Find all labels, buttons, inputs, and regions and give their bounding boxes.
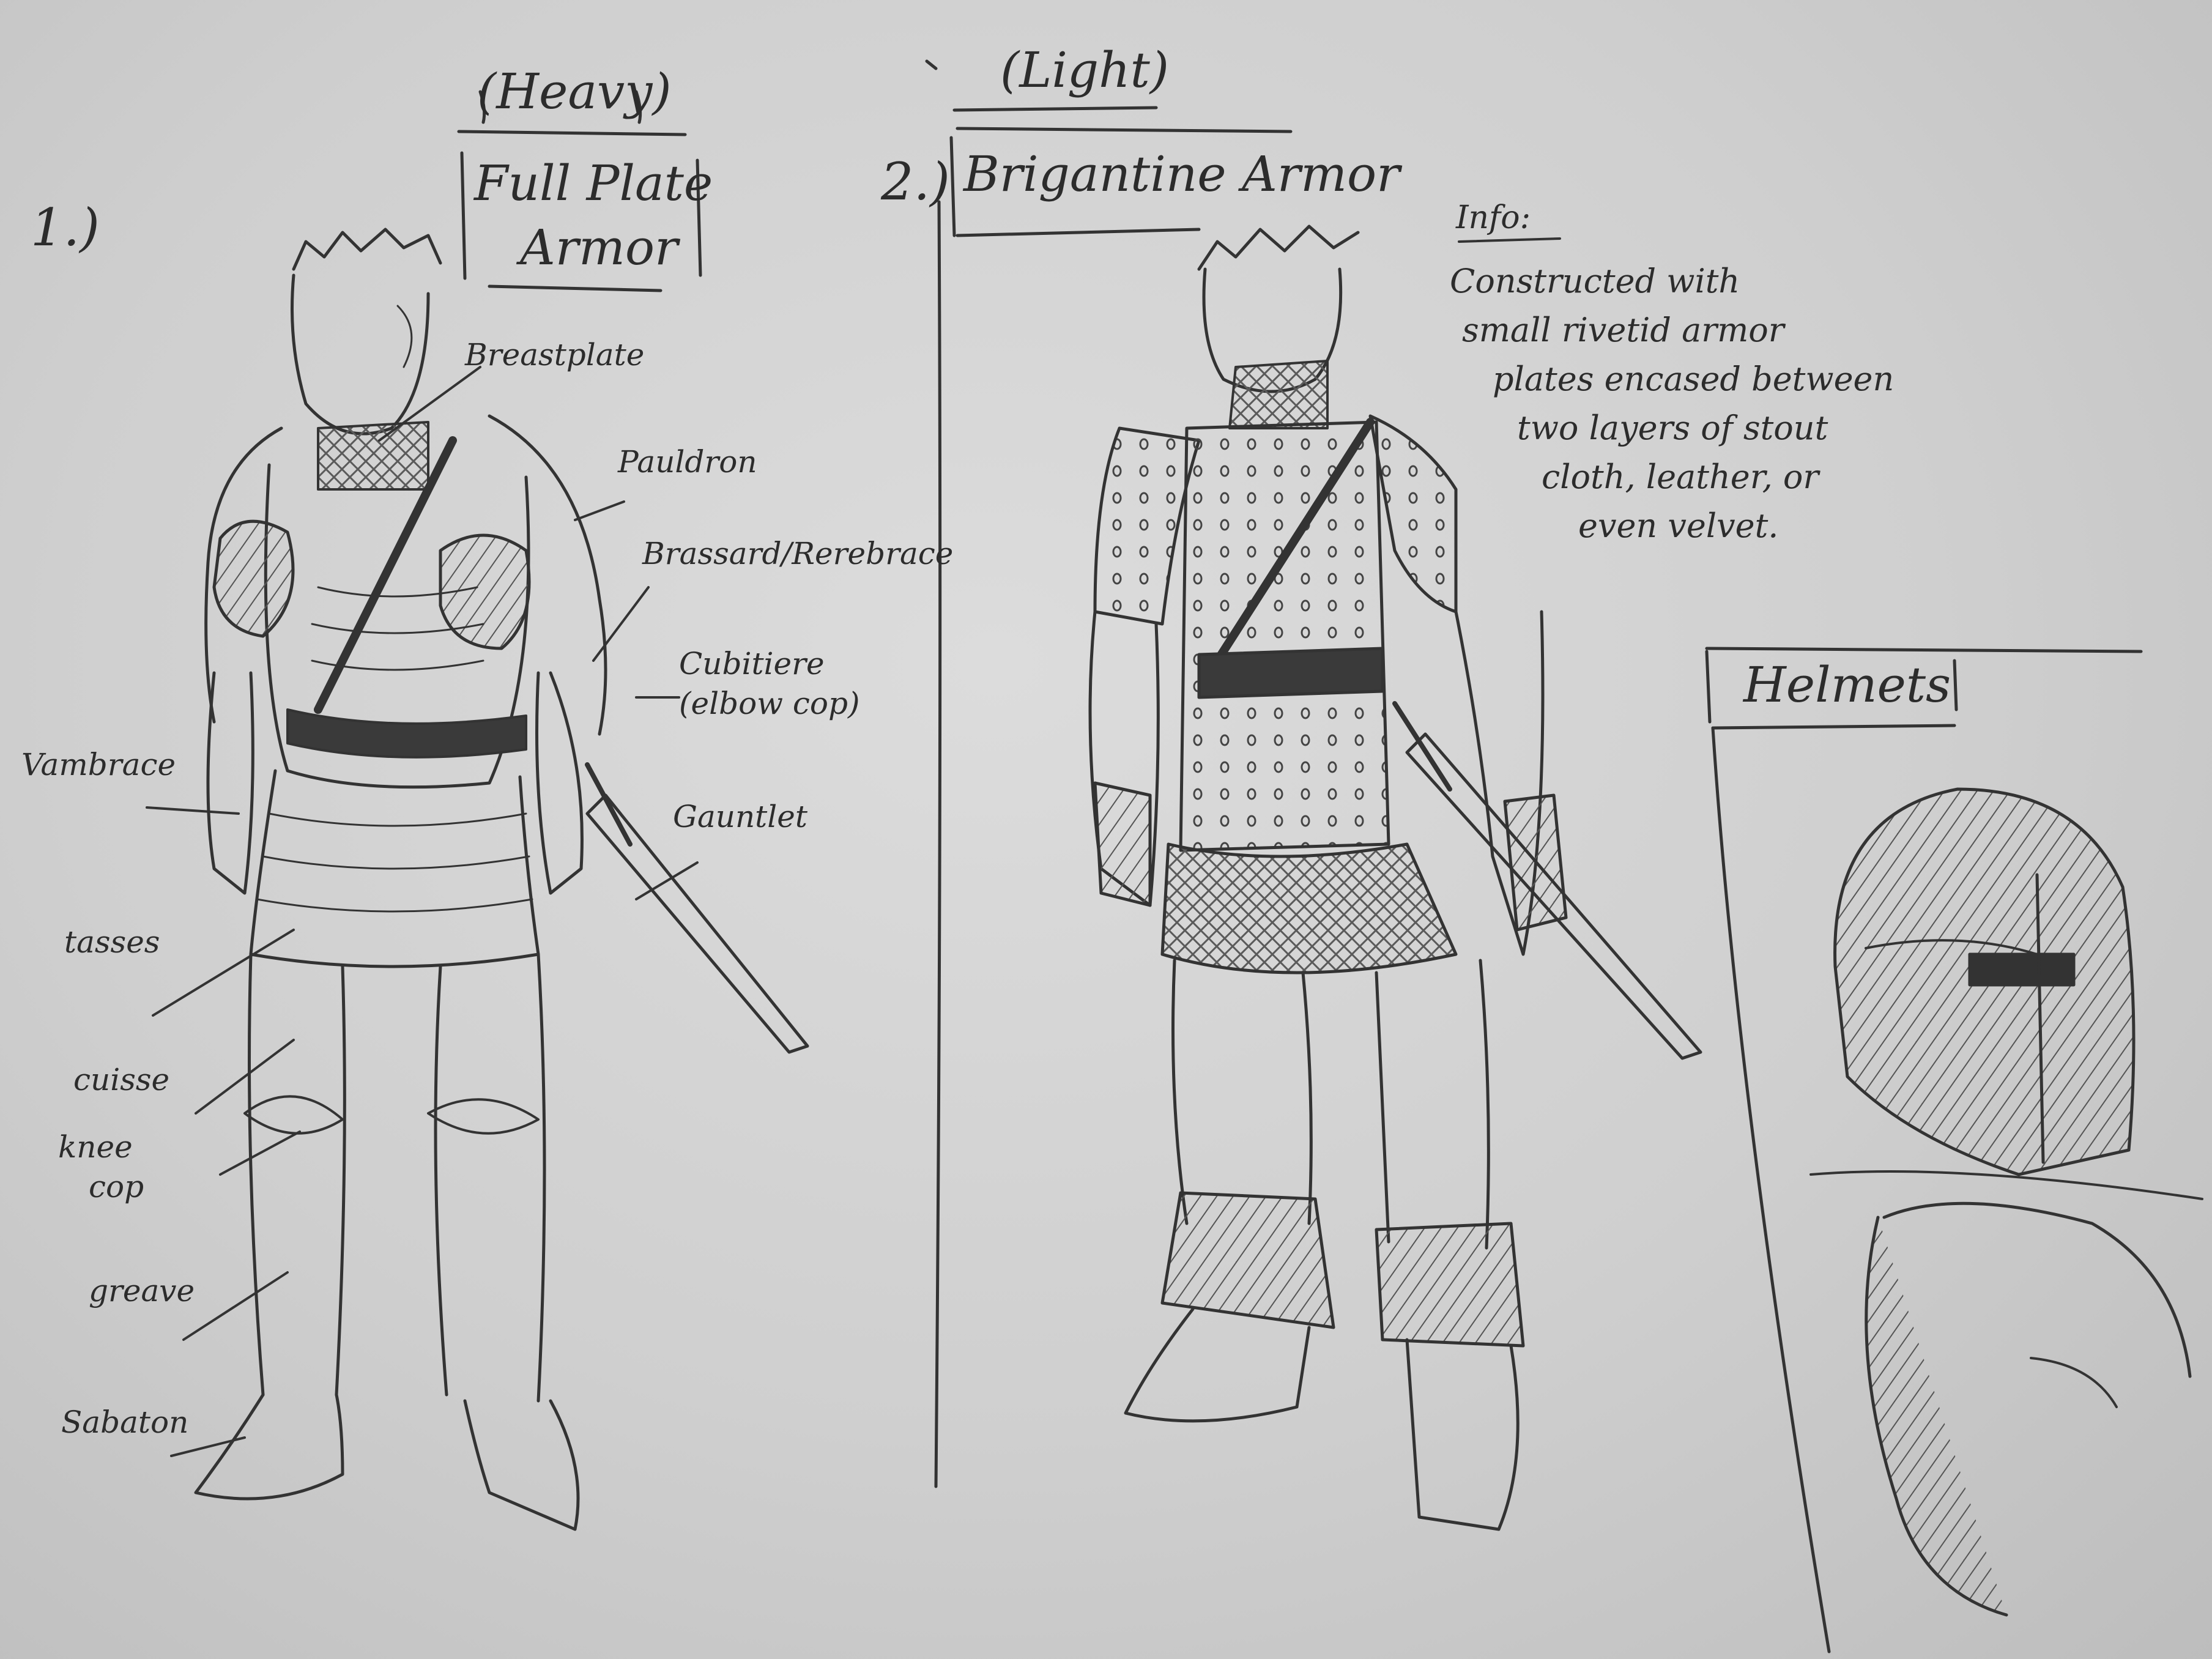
info-line: Constructed with [1444,257,1933,306]
label-cubitiere-line2: (elbow cop) [679,688,860,719]
label-breastplate: Breastplate [465,340,644,370]
label-sabaton: Sabaton [61,1407,188,1438]
label-knee-cop-line1: knee [58,1132,133,1162]
info-line: small rivetid armor [1444,306,1933,355]
label-gauntlet: Gauntlet [673,801,807,832]
info-line: even velvet. [1444,502,1933,551]
label-knee-cop-line2: cop [89,1171,144,1202]
section-divider [936,202,940,1486]
label-greave: greave [89,1275,195,1306]
full-plate-knight-figure [196,229,807,1529]
section-1-number: 1.) [31,202,100,253]
info-heading-underline [1459,239,1560,242]
label-tasses: tasses [64,927,160,957]
brigantine-weight-class: (Light) [1000,46,1169,95]
info-line: cloth, leather, or [1444,453,1933,502]
full-plate-title-line2: Armor [520,223,678,272]
label-brassard-rerebrace: Brassard/Rerebrace [642,538,953,569]
label-cuisse: cuisse [73,1064,169,1095]
label-cubitiere-line1: Cubitiere [679,648,825,679]
info-heading: Info: [1456,202,1531,234]
brigantine-title: Brigantine Armor [963,150,1400,199]
info-line: two layers of stout [1444,404,1933,453]
brigantine-info-text: Constructed with small rivetid armor pla… [1444,257,1933,551]
helmet-sketch [1811,789,2202,1615]
label-vambrace: Vambrace [21,749,176,780]
label-pauldron: Pauldron [618,447,757,477]
full-plate-title-line1: Full Plate [474,159,713,208]
section-2-number: 2.) [881,156,950,207]
info-line: plates encased between [1444,355,1933,404]
full-plate-weight-class: (Heavy) [477,67,672,116]
helmets-title: Helmets [1743,661,1951,710]
